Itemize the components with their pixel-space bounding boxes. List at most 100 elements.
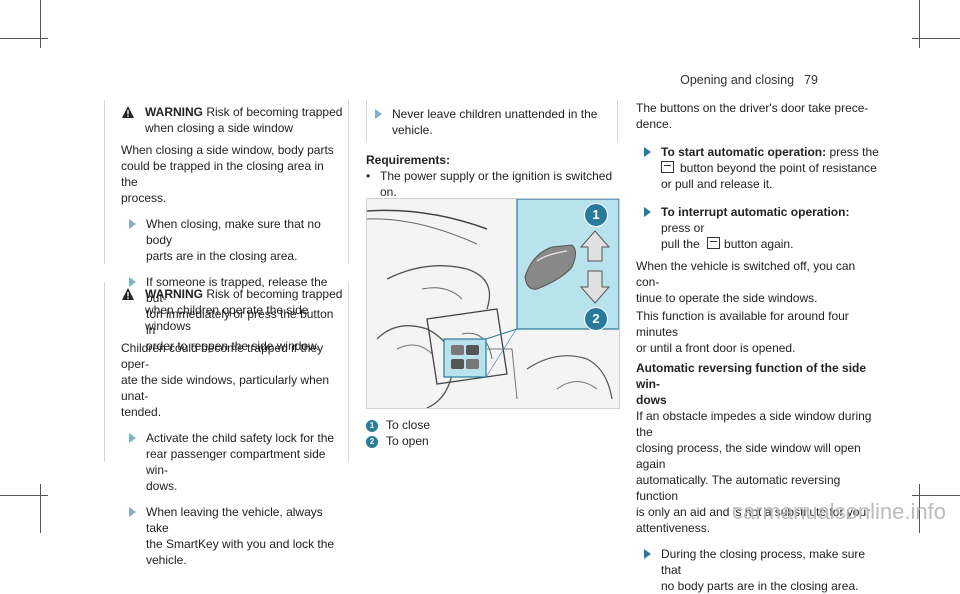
body-text: could be trapped in the closing area in … — [121, 159, 324, 189]
warning-box: WARNING Risk of becoming trapped when ch… — [104, 282, 349, 567]
legend-item: 1 To close — [366, 417, 618, 433]
instruction-step: Activate the child safety lock for the re… — [121, 430, 336, 494]
requirement-item: •The power supply or the ignition is swi… — [366, 169, 613, 199]
body-text: ate the side windows, particularly when … — [121, 373, 330, 403]
instruction-step: To start automatic operation: press the … — [636, 144, 881, 192]
step-text: rear passenger compartment side win- — [146, 447, 326, 477]
step-text: ton immediately or press the button in — [146, 307, 334, 337]
step-text: the SmartKey with you and lock the — [146, 537, 335, 551]
step-arrow-icon — [375, 109, 382, 119]
step-text: no body parts are in the closing area. — [661, 579, 859, 593]
step-arrow-icon — [644, 549, 651, 559]
body-text: closing process, the side window will op… — [636, 441, 861, 471]
window-button-icon — [661, 161, 674, 173]
requirements-heading: Requirements: — [366, 153, 451, 167]
instruction-step: When closing, make sure that no body part… — [121, 216, 336, 264]
crop-mark — [919, 484, 920, 533]
door-illustration — [367, 199, 619, 408]
step-text: Activate the child safety lock for the — [146, 431, 335, 445]
instruction-step: Never leave children unattended in the ve… — [367, 106, 617, 138]
page-header: Opening and closing 79 — [680, 73, 818, 87]
step-text: button again. — [724, 237, 794, 251]
warning-label: WARNING — [145, 287, 203, 301]
warning-box-continued: Never leave children unattended in the ve… — [366, 100, 618, 142]
warning-title: when children operate the side windows — [145, 303, 309, 333]
step-text: parts are in the closing area. — [146, 249, 298, 263]
step-arrow-icon — [644, 207, 651, 217]
instruction-step: To interrupt automatic operation: press … — [636, 204, 881, 252]
body-text: This function is available for around fo… — [636, 309, 849, 339]
body-text: tended. — [121, 405, 162, 419]
crop-mark — [0, 38, 48, 39]
legend-text: To close — [386, 418, 431, 432]
body-text: When closing a side window, body parts — [121, 143, 334, 157]
warning-icon — [122, 106, 134, 118]
instruction-step: When leaving the vehicle, always take the… — [121, 504, 336, 568]
step-text: dows. — [146, 479, 178, 493]
figure-legend: 1 To close 2 To open — [366, 417, 618, 449]
body-text: If an obstacle impedes a side window dur… — [636, 409, 872, 439]
step-text: order to reopen the side window. — [146, 339, 320, 353]
step-text: During the closing process, make sure th… — [661, 547, 866, 577]
step-text: or pull and release it. — [661, 177, 773, 191]
body-text: tinue to operate the side windows. — [636, 291, 818, 305]
step-text: When leaving the vehicle, always take — [146, 505, 323, 535]
requirement-text: on. — [380, 185, 397, 199]
page-number: 79 — [804, 73, 818, 87]
step-text: When closing, make sure that no body — [146, 217, 321, 247]
crop-mark — [919, 0, 920, 48]
step-arrow-icon — [129, 277, 136, 287]
watermark: carmanualsonline.info — [731, 499, 946, 524]
body-text: automatically. The automatic reversing f… — [636, 473, 841, 503]
body-text: or until a front door is opened. — [636, 341, 796, 355]
body-text: attentiveness. — [636, 521, 711, 535]
crop-mark — [40, 484, 41, 533]
step-text: Never leave children unattended in the — [392, 107, 598, 121]
column-left: WARNING Risk of becoming trapped when cl… — [104, 100, 349, 567]
step-text: press or — [661, 221, 705, 235]
section-title: Opening and closing — [680, 73, 795, 87]
crop-mark — [40, 0, 41, 48]
step-text: button beyond the point of resistance — [680, 161, 877, 175]
instruction-step: If someone is trapped, release the but-t… — [121, 274, 336, 354]
step-text: vehicle. — [392, 123, 433, 137]
step-arrow-icon — [129, 433, 136, 443]
legend-item: 2 To open — [366, 433, 618, 449]
window-button-icon — [707, 237, 721, 249]
section-heading: dows — [636, 393, 667, 407]
body-text: Children could become trapped if they op… — [121, 341, 324, 371]
body-text: process. — [121, 191, 167, 205]
warning-box: WARNING Risk of becoming trapped when cl… — [104, 100, 349, 353]
section-heading: Automatic reversing function of the side… — [636, 361, 867, 391]
body-text: The buttons on the driver's door take pr… — [636, 101, 869, 115]
warning-title: when closing a side window — [145, 121, 294, 135]
legend-number: 1 — [366, 420, 378, 432]
step-text: press the — [826, 145, 879, 159]
warning-header: WARNING Risk of becoming trapped when cl… — [121, 104, 348, 136]
step-text: pull the — [661, 237, 700, 251]
warning-icon — [122, 288, 134, 300]
instruction-step: During the closing process, make sure th… — [636, 546, 881, 594]
legend-number: 2 — [366, 436, 378, 448]
step-text: If someone is trapped, release the but- — [146, 275, 328, 305]
warning-header: WARNING Risk of becoming trapped when ch… — [121, 286, 348, 334]
warning-label: WARNING — [145, 105, 203, 119]
callout-marker-2: 2 — [584, 307, 608, 331]
step-arrow-icon — [644, 147, 651, 157]
step-text: vehicle. — [146, 553, 187, 567]
body-text: dence. — [636, 117, 673, 131]
step-heading: To interrupt automatic operation: — [661, 205, 850, 219]
step-heading: To start automatic operation: — [661, 145, 827, 159]
body-text: When the vehicle is switched off, you ca… — [636, 259, 856, 289]
warning-title: Risk of becoming trapped — [206, 287, 343, 301]
callout-marker-1: 1 — [584, 203, 608, 227]
crop-mark — [912, 495, 960, 496]
step-arrow-icon — [129, 219, 136, 229]
door-window-switch-illustration: 1 2 — [366, 198, 620, 409]
crop-mark — [912, 38, 960, 39]
warning-title: Risk of becoming trapped — [206, 105, 343, 119]
requirement-text: The power supply or the ignition is swit… — [380, 169, 613, 183]
legend-text: To open — [386, 434, 429, 448]
body-text: is only an aid and is not a substitute f… — [636, 505, 871, 519]
crop-mark — [0, 495, 48, 496]
